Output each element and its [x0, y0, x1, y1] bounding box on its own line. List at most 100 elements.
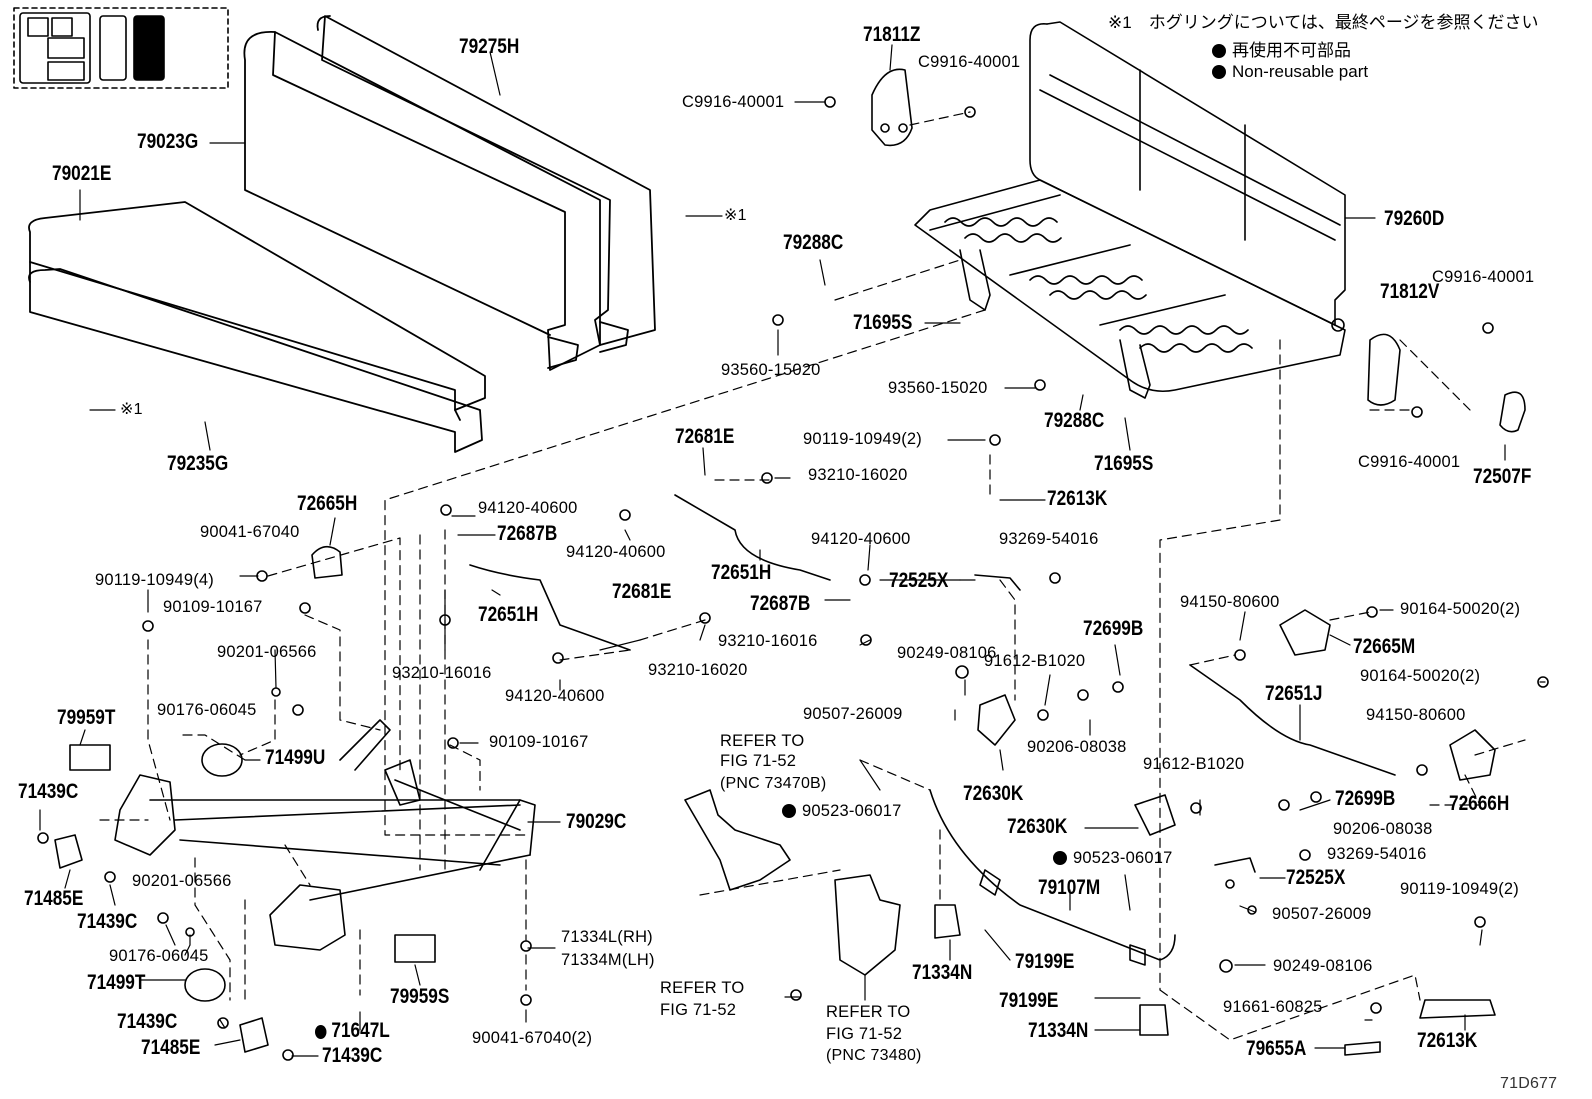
callout-71439C-d: 71439C [322, 1044, 383, 1067]
callout-72525X-b: 72525X [1286, 866, 1346, 889]
callout-93269-b: 93269-54016 [1327, 845, 1427, 863]
seat-base-frame [54, 719, 536, 1053]
seat-cushions [28, 201, 486, 453]
callout-71334L: 71334L(RH) [561, 928, 653, 946]
callout-72699B-b: 72699B [1335, 787, 1396, 810]
figure-code: 71D677 [1500, 1075, 1558, 1092]
callout-93269-a: 93269-54016 [999, 530, 1099, 548]
callout-90249-b: 90249-08106 [1273, 957, 1373, 975]
callout-90176-a: 90176-06045 [157, 701, 257, 719]
callout-72665M: 72665M [1353, 635, 1416, 658]
callout-90523-a: 90523-06017 [782, 803, 901, 820]
callout-79029C: 79029C [566, 810, 627, 833]
callout-90109-a: 90109-10167 [163, 598, 263, 616]
callout-79288C-a: 79288C [783, 231, 844, 254]
callout-90206-b: 90206-08038 [1333, 820, 1433, 838]
callout-72613K-a: 72613K [1047, 487, 1108, 510]
callout-79199E-a: 79199E [1015, 950, 1075, 973]
callout-90041: 90041-67040 [200, 523, 300, 541]
callout-90201-a: 90201-06566 [217, 643, 317, 661]
callout-90119-2b: 90119-10949(2) [1400, 880, 1520, 898]
callout-90119-2a: 90119-10949(2) [803, 430, 923, 448]
callout-90507-b: 90507-26009 [1272, 905, 1372, 923]
callout-71334N-b: 71334N [1028, 1019, 1089, 1042]
callout-72687B-a: 72687B [497, 522, 558, 545]
belt-buckles [684, 789, 1496, 1056]
refer-fig-71-52-b-line2: FIG 71-52 [660, 1001, 737, 1019]
callout-91661: 91661-60825 [1223, 998, 1323, 1016]
hogring-mark-2: ※1 [120, 401, 143, 418]
refer-fig-71-52-a-line2: FIG 71-52 [720, 752, 797, 770]
lock-rods [469, 494, 1396, 966]
callout-72681E-b: 72681E [612, 580, 672, 603]
callout-79107M: 79107M [1038, 876, 1101, 899]
seat-frame [914, 21, 1346, 399]
callout-71334M: 71334M(LH) [561, 951, 655, 969]
callout-79199E-b: 79199E [999, 989, 1059, 1012]
callout-90164-a: 90164-50020(2) [1400, 600, 1521, 618]
callout-90119-4: 90119-10949(4) [95, 571, 215, 589]
callout-93560-a: 93560-15020 [721, 361, 821, 379]
callout-71439C-b: 71439C [77, 910, 138, 933]
callout-72699B-a: 72699B [1083, 617, 1144, 640]
callout-94120-b: 94120-40600 [811, 530, 911, 548]
hogring-mark-1: ※1 [724, 207, 747, 224]
callout-90109-b: 90109-10167 [489, 733, 589, 751]
callout-72651H-b: 72651H [478, 603, 539, 626]
callout-93560-b: 93560-15020 [888, 379, 988, 397]
leader-lines [39, 44, 1546, 1057]
non-reusable-dot-icon [782, 804, 796, 818]
callout-94150-b: 94150-80600 [1366, 706, 1466, 724]
callout-71499U: 71499U [265, 746, 326, 769]
callout-71439C-c: 71439C [117, 1010, 178, 1033]
callout-c9916-c: C9916-40001 [1432, 268, 1535, 286]
assembly-lines [99, 111, 1526, 1041]
callout-c9916-b: C9916-40001 [682, 93, 785, 111]
lock-assemblies [311, 545, 1496, 836]
refer-fig-71-52-c-line2: FIG 71-52 [826, 1025, 903, 1043]
seatback-cushions [243, 15, 656, 371]
callout-79023G: 79023G [137, 130, 199, 153]
callout-90523-b: 90523-06017 [1053, 850, 1172, 867]
callout-71695S-b: 71695S [1094, 452, 1154, 475]
callout-72507F: 72507F [1473, 465, 1532, 488]
callout-71485E-a: 71485E [24, 887, 84, 910]
callout-c9916-a: C9916-40001 [918, 53, 1021, 71]
callout-90201-b: 90201-06566 [132, 872, 232, 890]
callout-71695S-a: 71695S [853, 311, 913, 334]
hogring-note: ※1 ホグリングについては、最終ページを参照ください [1108, 13, 1539, 32]
callout-90507-a: 90507-26009 [803, 705, 903, 723]
callout-79021E: 79021E [52, 162, 112, 185]
callout-71334N-a: 71334N [912, 961, 973, 984]
callout-93210-20b: 93210-16020 [648, 661, 748, 679]
callout-94150-a: 94150-80600 [1180, 593, 1280, 611]
refer-fig-71-52-a-line3: (PNC 73470B) [720, 775, 827, 792]
callout-71647L: 71647L [315, 1020, 390, 1041]
callout-72613K-b: 72613K [1417, 1029, 1478, 1052]
callout-93210-16a: 93210-16016 [718, 632, 818, 650]
callout-91612-a: 91612-B1020 [984, 652, 1086, 670]
callout-90164-b: 90164-50020(2) [1360, 667, 1481, 685]
callout-90206-a: 90206-08038 [1027, 738, 1127, 756]
callout-94120-d: 94120-40600 [505, 687, 605, 705]
callout-72687B-b: 72687B [750, 592, 811, 615]
callout-94120-a: 94120-40600 [478, 499, 578, 517]
callout-90249-a: 90249-08106 [897, 644, 997, 662]
callout-93210-16b: 93210-16016 [392, 664, 492, 682]
callout-79655A: 79655A [1246, 1037, 1307, 1060]
callout-79235G: 79235G [167, 452, 229, 475]
callout-71485E-b: 71485E [141, 1036, 201, 1059]
callout-c9916-d: C9916-40001 [1358, 453, 1461, 471]
callout-79959T: 79959T [57, 706, 116, 729]
callout-72666H: 72666H [1449, 792, 1510, 815]
callout-71499T: 71499T [87, 971, 146, 994]
callout-72651H-a: 72651H [711, 561, 772, 584]
refer-fig-71-52-c-line1: REFER TO [826, 1003, 911, 1021]
callout-72525X-a: 72525X [889, 569, 949, 592]
callout-90041-2: 90041-67040(2) [472, 1029, 593, 1047]
non-reusable-dot-icon [1053, 851, 1067, 865]
callout-90176-b: 90176-06045 [109, 947, 209, 965]
non-reusable-note-en: Non-reusable part [1212, 62, 1368, 82]
callout-94120-c: 94120-40600 [566, 543, 666, 561]
callout-71439C-a: 71439C [18, 780, 79, 803]
